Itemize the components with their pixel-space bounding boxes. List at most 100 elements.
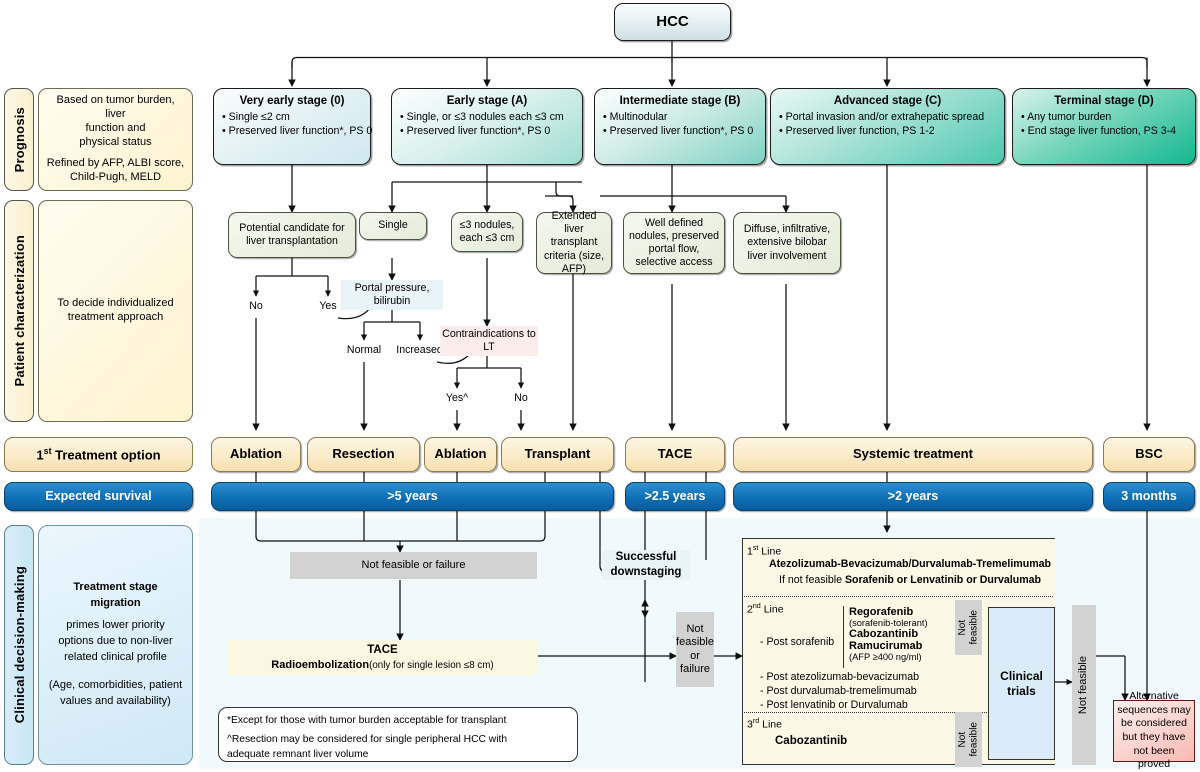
nf-3l-l2: feasible <box>968 722 980 757</box>
ramucirumab-label: Ramucirumab <box>849 640 923 652</box>
survival-5-years: >5 years <box>211 482 614 511</box>
not-feasible-or-failure-bar: Not feasible or failure <box>290 552 537 579</box>
pc-extended-criteria-text: Extended liver transplant criteria (size… <box>543 209 605 275</box>
pc-three-nodules-text: ≤3 nodules, each ≤3 cm <box>459 218 515 244</box>
treatment-tace-label: TACE <box>657 446 693 462</box>
successful-downstaging-label: Successful downstaging <box>602 550 690 580</box>
clinical-trials-l2: trials <box>1007 683 1036 698</box>
stage-box-early: Early stage (A) • Single, or ≤3 nodules … <box>391 88 583 165</box>
survival-2-years: >2 years <box>733 482 1093 511</box>
label-no-transplant: No <box>232 300 280 313</box>
label-normal-text: Normal <box>346 344 382 356</box>
treatment-resection: Resection <box>307 437 420 472</box>
regorafenib-note: (sorafenib-tolerant) <box>849 618 928 628</box>
label-no-contraindication: No <box>497 392 545 405</box>
pc-well-defined-text: Well defined nodules, preserved portal f… <box>628 216 720 269</box>
patient-note-l1: To decide individualized <box>57 297 174 310</box>
pc-diffuse: Diffuse, infiltrative, extensive bilobar… <box>733 212 841 274</box>
footnotes-box: *Except for those with tumor burden acce… <box>218 707 578 762</box>
radioembolization-bold: Radioembolization <box>271 658 370 671</box>
migration-l5: values and availability) <box>60 694 171 707</box>
patient-characterization-label-text: Patient characterization <box>11 235 27 387</box>
pc-single-text: Single <box>378 219 408 232</box>
survival-5-years-label: >5 years <box>387 488 438 503</box>
prognosis-note-l3: physical status <box>79 135 152 148</box>
stage-bullet-0-0: • Single ≤2 cm <box>222 111 290 124</box>
nf-right-text: Not feasible <box>1077 655 1090 715</box>
row-label-prognosis: Prognosis <box>4 88 34 191</box>
treatment-ablation-2: Ablation <box>424 437 497 472</box>
label-contraindications-lt-text: Contraindications to LT <box>442 328 536 354</box>
cabozantinib-label-2l: Cabozantinib <box>849 628 919 640</box>
treatment-resection-label: Resection <box>332 446 395 462</box>
regorafenib-label: Regorafenib <box>849 606 914 618</box>
pc-potential-candidate: Potential candidate for liver transplant… <box>228 212 356 258</box>
alternative-sequences-box: Alternative sequences may be considered … <box>1113 690 1195 770</box>
treatment-transplant-label: Transplant <box>524 446 591 462</box>
clinical-trials-box: Clinical trials <box>988 607 1055 760</box>
patient-note-l2: treatment approach <box>67 311 164 323</box>
survival-2_5-years-label: >2.5 years <box>644 488 706 503</box>
systemic-post-sorafenib: - Post sorafenib <box>760 636 835 648</box>
stage-bullet-B-1: • Preserved liver function*, PS 0 <box>603 125 754 138</box>
footnote-star: *Except for those with tumor burden acce… <box>227 715 507 726</box>
prognosis-note-l1: Based on tumor burden, liver <box>56 94 175 120</box>
tace-title: TACE <box>367 643 398 656</box>
nf-2l-l2: feasible <box>968 610 980 645</box>
stage-title-C: Advanced stage (C) <box>833 95 942 107</box>
not-feasible-or-failure-vertical: Not feasible or failure <box>676 612 714 687</box>
treatment-tace: TACE <box>625 437 725 472</box>
treatment-ablation-1-label: Ablation <box>230 446 282 462</box>
nf-v4: failure <box>680 662 710 675</box>
treatment-option-row-label-text: 1st Treatment option <box>36 445 161 463</box>
label-portal-pressure-text: Portal pressure, bilirubin <box>354 282 430 308</box>
treatment-bsc: BSC <box>1103 437 1195 472</box>
stage-title-D: Terminal stage (D) <box>1054 95 1154 107</box>
label-no-contraindication-text: No <box>514 392 528 404</box>
migration-l1: primes lower priority <box>66 619 165 632</box>
line-separator-2 <box>744 712 1053 713</box>
not-feasible-vert-2l: Not feasible <box>955 600 982 655</box>
nf-2l-l1: Not <box>957 619 968 636</box>
systemic-post-atezo: - Post atezolizumab-bevacizumab <box>760 671 919 683</box>
survival-2-years-label: >2 years <box>887 488 939 503</box>
not-feasible-vert-right: Not feasible <box>1072 605 1096 765</box>
stage-bullet-C-0: • Portal invasion and/or extrahepatic sp… <box>779 111 985 124</box>
label-no-transplant-text: No <box>249 300 263 312</box>
nf-3l-l1: Not <box>957 731 968 748</box>
migration-l2: options due to non-liver <box>58 635 173 648</box>
clinical-decision-label-text: Clinical decision-making <box>11 566 27 724</box>
treatment-transplant: Transplant <box>501 437 614 472</box>
systemic-sorafenib-bracket <box>843 606 844 668</box>
pc-diffuse-text: Diffuse, infiltrative, extensive bilobar… <box>743 223 831 262</box>
stage-title-0: Very early stage (0) <box>239 95 345 107</box>
migration-l3: related clinical profile <box>64 650 167 663</box>
survival-3-months: 3 months <box>1103 482 1195 511</box>
systemic-line3-drug: Cabozantinib <box>775 735 848 747</box>
stage-title-B: Intermediate stage (B) <box>619 95 741 107</box>
survival-row-label: Expected survival <box>4 482 193 511</box>
systemic-line1-label: 1st Line <box>747 544 782 558</box>
nf-v2: feasible <box>676 636 714 649</box>
systemic-line1-drugs: Atezolizumab-Bevacizumab/Durvalumab-Trem… <box>769 558 1051 570</box>
systemic-line1-alternative: If not feasible Sorafenib or Lenvatinib … <box>766 574 1054 586</box>
stage-bullet-D-1: • End stage liver function, PS 3-4 <box>1021 125 1177 138</box>
systemic-post-durva: - Post durvalumab-tremelimumab <box>760 685 917 697</box>
patient-characterization-note: To decide individualized treatment appro… <box>38 200 193 422</box>
not-feasible-or-failure-bar-text: Not feasible or failure <box>361 558 466 571</box>
label-portal-pressure: Portal pressure, bilirubin <box>341 280 443 311</box>
migration-title: Treatment stage migration <box>73 581 158 610</box>
nf-v3: or <box>690 649 700 662</box>
prognosis-label-text: Prognosis <box>11 106 27 173</box>
pc-single: Single <box>359 212 427 240</box>
stage-bullet-C-1: • Preserved liver function, PS 1-2 <box>779 125 935 138</box>
pc-extended-criteria: Extended liver transplant criteria (size… <box>536 209 612 275</box>
treatment-stage-migration-note: Treatment stage migration primes lower p… <box>38 525 193 765</box>
label-contraindications-lt: Contraindications to LT <box>440 326 538 357</box>
prognosis-note-l2: function and <box>85 121 146 134</box>
systemic-post-lenva: - Post lenvatinib or Durvalumab <box>760 699 908 711</box>
migration-l4: (Age, comorbidities, patient <box>48 678 183 691</box>
stage-bullet-A-1: • Preserved liver function*, PS 0 <box>400 125 551 138</box>
footnote-caret-l1: ^Resection may be considered for single … <box>227 733 508 745</box>
stage-bullet-D-0: • Any tumor burden <box>1021 111 1112 124</box>
